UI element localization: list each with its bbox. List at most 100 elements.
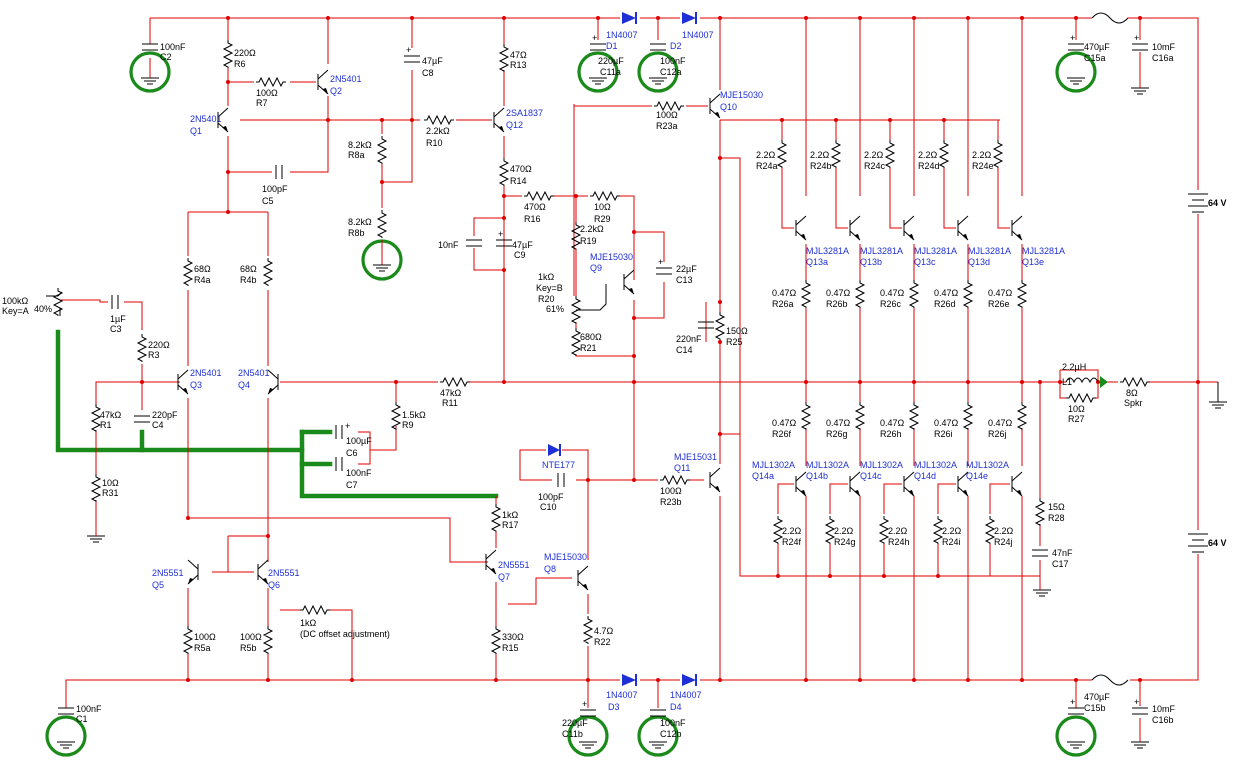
label-c16b-value: 10mF [1152, 704, 1176, 714]
label-r24b-value: 2.2Ω [810, 150, 830, 160]
label-r16-value: 470Ω [524, 202, 546, 212]
capacitors: + + + + + + + + + + [58, 33, 1148, 717]
label-q14a-ref: Q14a [752, 471, 774, 481]
transistor-q14d [957, 471, 969, 497]
transistor-q11-emitter [709, 482, 721, 493]
transistor-q14b-arrow [855, 490, 860, 496]
resistor-r5b [262, 626, 274, 654]
resistor-r26i [962, 402, 974, 430]
resistor-r26a-body [800, 280, 812, 308]
battery-bottom [1188, 533, 1208, 553]
label-c15a-ref: C15a [1084, 53, 1106, 63]
resistor-roff-body [300, 604, 330, 616]
transistor-q14e-collector [1011, 471, 1023, 482]
label-c5-ref: C5 [262, 196, 274, 206]
transistor-q14a-collector [795, 471, 807, 482]
label-r28-ref: R28 [1048, 513, 1065, 523]
label-r26h-ref: R26h [880, 429, 902, 439]
label-q13d-part: MJL3281A [968, 246, 1011, 256]
ground-c16a [1131, 87, 1149, 95]
capacitor-c15a: + [1068, 33, 1084, 51]
resistor-r4b-body [262, 258, 274, 286]
label-q10-ref: Q10 [720, 102, 737, 112]
capacitor-c12a [650, 43, 666, 51]
capacitor-c14 [698, 321, 714, 329]
ground-c11b [567, 715, 609, 757]
label-r31-ref: R31 [102, 488, 119, 498]
label-q13d-ref: Q13d [968, 257, 990, 267]
label-q12-part: 2SA1837 [506, 108, 543, 118]
resistor-r28 [1034, 498, 1046, 526]
label-r14-ref: R14 [510, 176, 527, 186]
capacitor-c5 [275, 165, 283, 179]
label-d2-part: 1N4007 [682, 30, 714, 40]
label-r4a-value: 68Ω [194, 264, 211, 274]
label-d4-part: 1N4007 [670, 690, 702, 700]
resistor-r23b [660, 474, 690, 486]
resistor-r16 [524, 190, 554, 202]
label-q5-part: 2N5551 [152, 568, 184, 578]
label-q2-part: 2N5401 [330, 74, 362, 84]
transistor-q14c-emitter [903, 486, 915, 497]
resistor-r24g [824, 516, 836, 544]
capacitor-c10nf [466, 239, 482, 247]
transistor-q1-arrow [223, 126, 228, 132]
transistor-q3-arrow [183, 388, 188, 394]
label-c8-value: 47µF [422, 56, 443, 66]
transistor-q3-emitter [177, 384, 189, 395]
label-r20-key: Key=B [536, 283, 563, 293]
capacitor-c11a-plus: + [592, 33, 597, 43]
label-r24f-value: 2.2Ω [782, 526, 802, 536]
label-c5-value: 100pF [262, 184, 288, 194]
label-c7-value: 100nF [346, 468, 372, 478]
label-q13b-ref: Q13b [860, 257, 882, 267]
label-r24g-value: 2.2Ω [834, 526, 854, 536]
label-r14-value: 470Ω [510, 164, 532, 174]
transistor-q4-arrow [268, 388, 273, 394]
capacitor-c7 [335, 457, 343, 471]
resistor-r24h-body [878, 516, 890, 544]
transistor-q4-emitter [267, 384, 279, 395]
fuse-top [1091, 12, 1129, 24]
resistor-r8a [376, 136, 388, 164]
transistor-q12-collector [493, 107, 505, 118]
label-c16a-ref: C16a [1152, 53, 1174, 63]
label-q5-ref: Q5 [152, 580, 164, 590]
label-r7-ref: R7 [256, 98, 268, 108]
diode-d1 [622, 12, 637, 24]
resistor-r28-body [1034, 498, 1046, 526]
capacitor-c8: + [404, 45, 420, 63]
label-roff-value: 1kΩ [300, 618, 317, 628]
resistor-r11-body [440, 376, 470, 388]
resistor-r1-body [90, 404, 102, 432]
label-q14e-part: MJL1302A [966, 460, 1009, 470]
transistor-q2 [317, 69, 329, 95]
label-r26d-ref: R26d [934, 299, 956, 309]
resistor-r7-body [256, 76, 286, 88]
capacitor-c6-plus: + [345, 421, 350, 431]
transistor-q13b-emitter [849, 230, 861, 241]
resistor-r24i [932, 516, 944, 544]
label-c6-ref: C6 [346, 448, 358, 458]
transistor-q12-emitter [493, 122, 505, 133]
label-q4-ref: Q4 [238, 380, 250, 390]
label-q13e-ref: Q13e [1022, 257, 1044, 267]
resistor-r26h-body [908, 402, 920, 430]
label-r20-pct: 61% [546, 304, 564, 314]
transistor-q11-arrow [715, 486, 720, 492]
resistor-r31-body [90, 474, 102, 502]
label-r26h-value: 0.47Ω [880, 418, 905, 428]
label-l1-ref: L1 [1062, 377, 1072, 387]
label-c17-value: 47nF [1052, 548, 1073, 558]
transistor-q5-emitter [187, 574, 199, 585]
transistor-q13a [795, 215, 807, 241]
transistor-q11-collector [709, 467, 721, 478]
label-r24h-ref: R24h [888, 537, 910, 547]
capacitor-c16a-plus: + [1134, 33, 1139, 43]
label-r11-ref: R11 [442, 398, 458, 408]
label-q13c-part: MJL3281A [914, 246, 957, 256]
transistor-q5 [187, 559, 199, 585]
resistor-r29 [590, 190, 620, 202]
label-q9-ref: Q9 [590, 263, 602, 273]
resistor-r15 [490, 626, 502, 654]
